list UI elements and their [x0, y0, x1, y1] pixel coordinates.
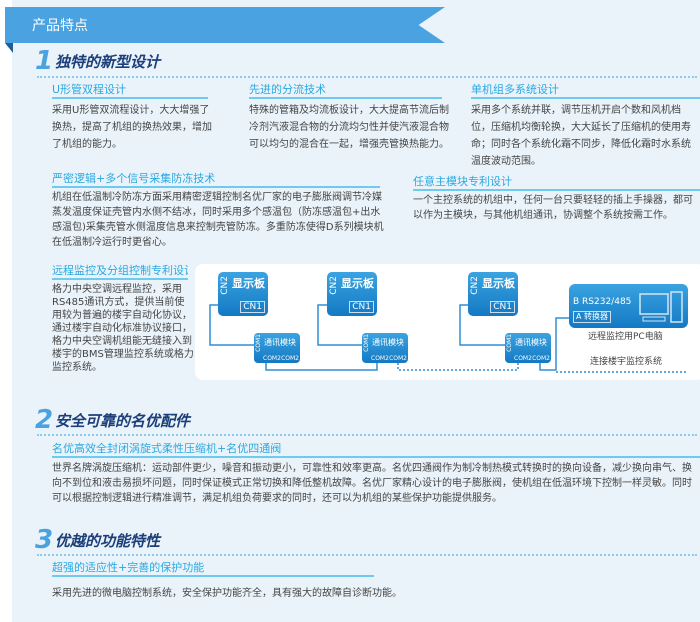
display-board: CN2 显示板 CN1	[327, 272, 377, 316]
display-board: CN2 显示板 CN1	[218, 272, 268, 316]
converter-label: B RS232/485	[573, 297, 632, 307]
board-label: 显示板	[341, 277, 374, 290]
divider	[37, 76, 697, 78]
feature-text: 采用先进的微电脑控制系统，安全保护功能齐全，具有强大的故障自诊断功能。	[52, 588, 402, 599]
port-label: COM2	[389, 355, 407, 362]
port-label: COM2	[532, 355, 550, 362]
title-banner	[5, 7, 445, 43]
pc-unit: B RS232/485 A 转换器	[569, 284, 688, 328]
feature-title: 单机组多系统设计	[471, 83, 700, 99]
board-label: 显示板	[482, 277, 515, 290]
comm-module: COM1 通讯模块 COM2 COM2	[362, 333, 408, 363]
port-label: CN1	[349, 301, 374, 313]
bms-caption: 连接楼宇监控系统	[590, 357, 663, 367]
divider	[37, 434, 697, 436]
feature-title: U形管双程设计	[52, 83, 208, 99]
comm-label: 通讯模块	[264, 338, 296, 347]
port-label: COM1	[255, 334, 262, 352]
section-number: 2	[35, 405, 54, 435]
port-label: CN2	[220, 276, 230, 295]
feature-title: 任意主模块专利设计	[413, 175, 700, 191]
pc-caption: 远程监控用PC电脑	[588, 332, 663, 342]
feature-title: 远程监控及分组控制专利设计	[52, 264, 188, 280]
comm-module: COM1 通讯模块 COM2 COM2	[254, 333, 300, 363]
feature-title: 超强的适应性+完善的保护功能	[52, 561, 374, 577]
port-label: COM2	[281, 355, 299, 362]
section-title: 独特的新型设计	[55, 53, 161, 71]
feature-title: 先进的分流技术	[249, 83, 442, 99]
computer-icon	[639, 291, 683, 323]
comm-label: 通讯模块	[372, 338, 404, 347]
feature-text: 特殊的管箱及均流板设计，大大提高节流后制冷剂汽液混合物的分流均匀性并使汽液混合物…	[249, 105, 449, 150]
feature-title: 名优高效全封闭涡旋式柔性压缩机+名优四通阀	[52, 442, 700, 458]
banner-title: 产品特点	[32, 18, 88, 34]
port-label: CN2	[470, 276, 480, 295]
section-title: 安全可靠的名优配件	[55, 412, 191, 430]
feature-text: 采用U形管双流程设计，大大增强了换热，提高了机组的换热效果，增加了机组的能力。	[52, 105, 212, 150]
display-board: CN2 显示板 CN1	[468, 272, 518, 316]
port-label: CN2	[329, 276, 339, 295]
feature-text: 格力中央空调远程监控，采用RS485通讯方式，提供当前使用较为普遍的楼宇自动化协…	[52, 284, 194, 373]
port-label: COM2	[514, 355, 532, 362]
feature-text: 世界名牌涡旋压缩机：运动部件更少，噪音和振动更小，可靠性和效率更高。名优四通阀作…	[52, 463, 692, 504]
port-label: CN1	[490, 301, 515, 313]
divider	[37, 554, 697, 556]
banner-fold	[5, 43, 13, 53]
comm-label: 通讯模块	[515, 338, 547, 347]
port-label: CN1	[240, 301, 265, 313]
converter-label: A 转换器	[573, 311, 612, 323]
board-label: 显示板	[232, 277, 265, 290]
feature-text: 机组在低温制冷防冻方面采用精密逻辑控制名优厂家的电子膨胀阀调节冷媒蒸发温度保证壳…	[52, 192, 384, 248]
section-number: 1	[35, 46, 54, 76]
feature-title: 严密逻辑+多个信号采集防冻技术	[52, 172, 380, 188]
port-label: COM1	[506, 334, 513, 352]
port-label: COM2	[263, 355, 281, 362]
section-number: 3	[35, 525, 54, 555]
port-label: COM1	[363, 334, 370, 352]
feature-text: 采用多个系统并联，调节压机开启个数和风机档位，压缩机均衡轮换，大大延长了压缩机的…	[471, 105, 691, 167]
section-title: 优越的功能特性	[55, 532, 161, 550]
port-label: COM2	[371, 355, 389, 362]
comm-module: COM1 通讯模块 COM2 COM2	[505, 333, 551, 363]
feature-text: 一个主控系统的机组中，任何一台只要轻轻的插上手操器，都可以作为主模块，与其他机组…	[413, 195, 693, 221]
